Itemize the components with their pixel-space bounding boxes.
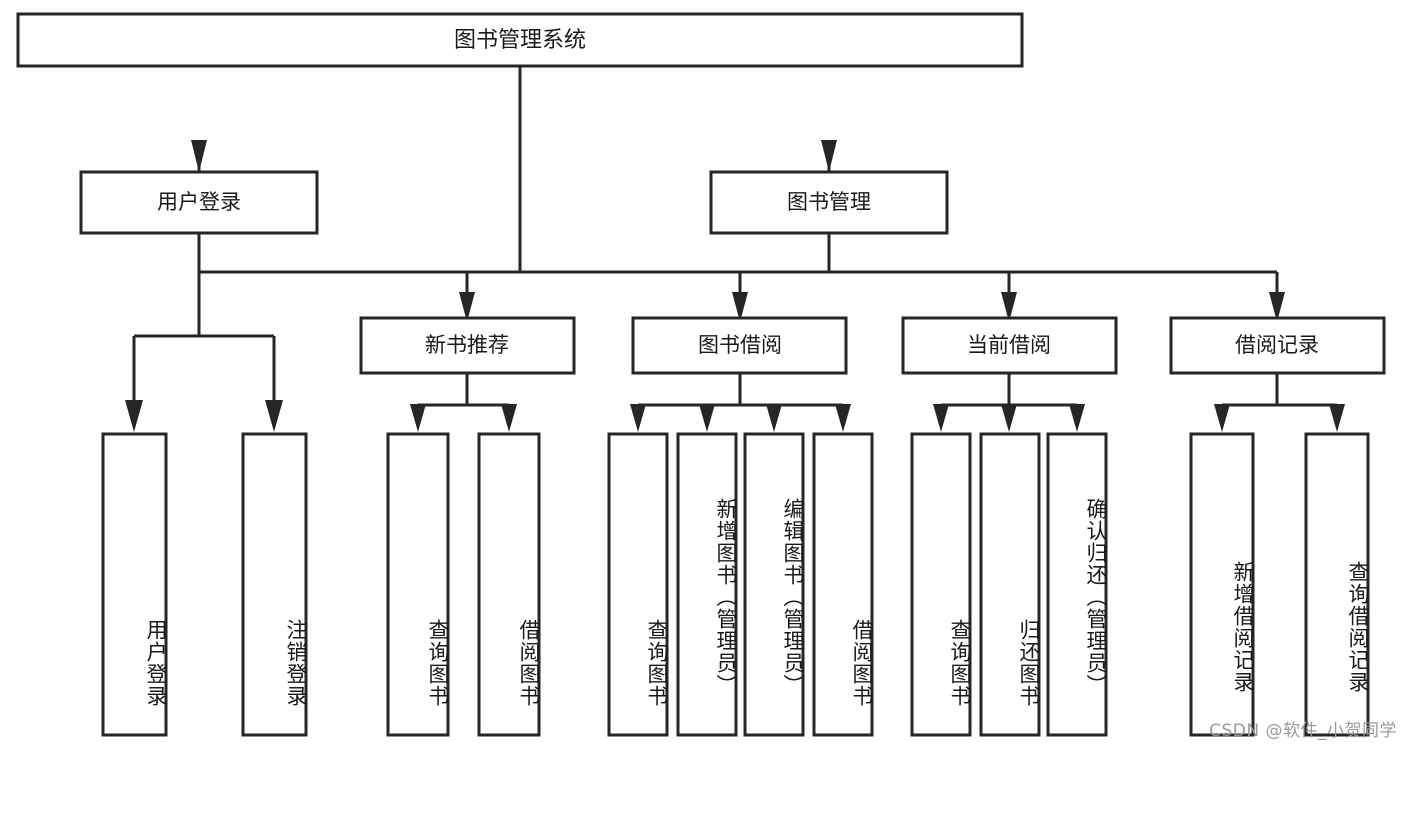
connector-group-current-borrow [933,373,1085,432]
arrow-head-leaf-user-login [125,400,143,432]
node-user-login-rect[interactable] [79,170,319,235]
connector-group-book-manage [459,233,1285,322]
arrow-head-leaf-query-record [1329,404,1345,432]
node-book-borrow-label: 图书借阅 [698,333,782,357]
arrow-head-user-login [191,140,207,172]
arrow-head-leaf-add-book [699,404,715,432]
arrow-head-leaf-confirm-return [1069,404,1085,432]
connector-group-book-borrow [630,373,851,432]
arrow-head-leaf-query-book-1 [410,404,426,432]
node-leaf-logout-login-rect[interactable] [241,432,308,737]
arrow-head-new-book-recommend [459,292,475,322]
connector-group-user-login [125,233,283,432]
connector-group-new-book-recommend [410,373,517,432]
node-leaf-add-record-rect[interactable] [1189,432,1255,737]
node-new-book-recommend[interactable]: 新书推荐 [359,316,576,375]
arrow-head-leaf-return-book [1001,404,1017,432]
arrow-head-leaf-query-book-3 [933,404,949,432]
node-book-manage[interactable]: 图书管理 [709,170,949,235]
node-leaf-return-book-rect[interactable] [979,432,1041,737]
node-borrow-record[interactable]: 借阅记录 [1169,316,1386,375]
node-root[interactable]: 图书管理系统 [16,12,1024,68]
node-current-borrow-rect[interactable] [901,316,1118,375]
node-leaf-confirm-return-rect[interactable] [1046,432,1108,737]
csdn-watermark: CSDN @软件_小贺同学 [1209,721,1397,741]
node-leaf-query-book-2-rect[interactable] [607,432,669,737]
node-leaf-user-login-rect[interactable] [101,432,168,737]
node-current-borrow-label: 当前借阅 [967,333,1051,357]
node-book-borrow-rect[interactable] [631,316,848,375]
node-leaf-query-book-1-rect[interactable] [386,432,450,737]
arrow-head-leaf-edit-book [766,404,782,432]
node-user-login-label: 用户登录 [157,190,241,214]
node-book-manage-label: 图书管理 [787,190,871,214]
node-root-rect[interactable] [16,12,1024,68]
arrow-head-book-borrow [732,292,748,322]
connector-group-borrow-record [1214,373,1345,432]
node-new-book-recommend-rect[interactable] [359,316,576,375]
node-borrow-record-label: 借阅记录 [1235,333,1319,357]
arrow-head-leaf-add-record [1214,404,1230,432]
node-root-label: 图书管理系统 [454,28,586,53]
node-leaf-edit-book-rect[interactable] [743,432,805,737]
leaf-boxes [101,432,1370,737]
node-borrow-record-rect[interactable] [1169,316,1386,375]
arrow-head-leaf-borrow-book-2 [835,404,851,432]
arrow-head-leaf-query-book-2 [630,404,646,432]
node-book-borrow[interactable]: 图书借阅 [631,316,848,375]
node-book-manage-rect[interactable] [709,170,949,235]
connector-group-root [191,66,837,274]
flowchart-canvas: 图书管理系统 用户登录 图书管理 新书推荐 图书借阅 当前借阅 借阅记录 [16,12,1397,741]
arrow-head-borrow-record [1269,292,1285,322]
node-leaf-borrow-book-1-rect[interactable] [477,432,541,737]
arrow-head-leaf-logout-login [265,400,283,432]
node-new-book-recommend-label: 新书推荐 [425,333,509,357]
arrow-head-book-manage [821,140,837,172]
node-user-login[interactable]: 用户登录 [79,170,319,235]
node-leaf-borrow-book-2-rect[interactable] [812,432,874,737]
node-leaf-query-record-rect[interactable] [1304,432,1370,737]
arrow-head-current-borrow [1001,292,1017,322]
flowchart-svg: 图书管理系统 用户登录 图书管理 新书推荐 图书借阅 当前借阅 借阅记录 [16,12,1386,737]
arrow-head-leaf-borrow-book-1 [501,404,517,432]
node-leaf-add-book-rect[interactable] [676,432,738,737]
node-leaf-query-book-3-rect[interactable] [910,432,972,737]
node-current-borrow[interactable]: 当前借阅 [901,316,1118,375]
